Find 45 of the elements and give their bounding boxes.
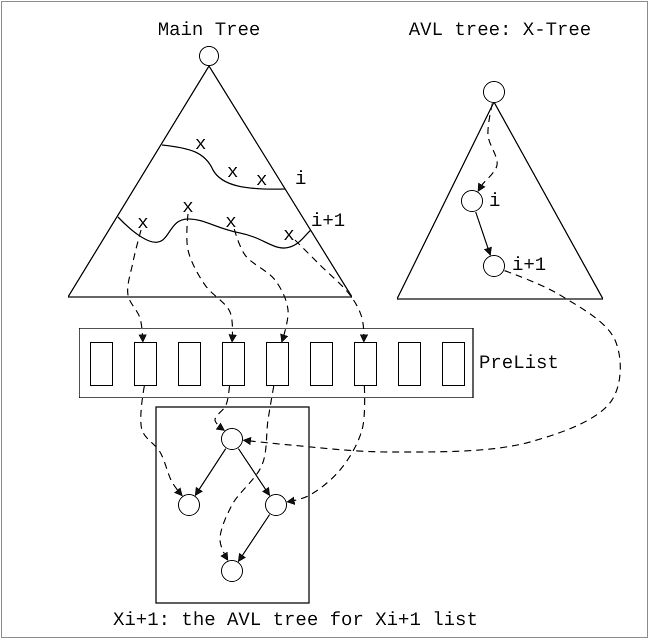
level-label: i xyxy=(295,170,306,189)
x-mark: x xyxy=(283,226,295,242)
tree-node-circle xyxy=(483,81,505,103)
list-cell xyxy=(134,342,157,386)
arrow xyxy=(219,386,274,561)
arrow xyxy=(234,228,289,343)
arrow xyxy=(475,212,492,256)
frame-caption: Xi+1: the AVL tree for Xi+1 list xyxy=(113,611,478,630)
x-mark: x xyxy=(256,171,268,190)
tree-node-circle xyxy=(461,190,483,212)
list-cell xyxy=(222,342,245,386)
node-label: i+1 xyxy=(512,256,546,275)
arrow xyxy=(238,448,270,496)
arrow xyxy=(214,386,230,431)
tree-node-circle xyxy=(221,428,243,450)
list-label: PreList xyxy=(479,354,559,373)
tree-node-circle xyxy=(265,494,287,516)
tree-node-circle xyxy=(483,255,505,277)
list-cell xyxy=(266,342,289,386)
arrow xyxy=(286,386,366,505)
x-mark: x xyxy=(227,163,238,182)
list-cell xyxy=(310,342,333,386)
list-cell xyxy=(398,342,421,386)
x-mark: x xyxy=(182,198,194,214)
arrow xyxy=(238,514,270,562)
list-cell xyxy=(442,342,465,386)
arrow xyxy=(140,386,183,496)
x-mark: x xyxy=(195,135,206,154)
arrow xyxy=(294,240,368,343)
tree-node-circle xyxy=(178,494,200,516)
arrow xyxy=(127,230,147,343)
arrow xyxy=(194,448,226,496)
level-label: i+1 xyxy=(311,212,346,231)
list-cell xyxy=(178,342,201,386)
node-label: i xyxy=(489,192,500,211)
arrow xyxy=(186,214,237,343)
tree-title: AVL tree: X-Tree xyxy=(408,21,592,40)
arrow xyxy=(242,270,621,453)
tree-node-circle xyxy=(221,560,243,582)
x-mark: x xyxy=(137,214,149,230)
tree-node-circle xyxy=(199,46,219,66)
tree-title: Main Tree xyxy=(158,21,260,40)
x-mark: x xyxy=(225,213,237,229)
list-cell xyxy=(90,342,113,386)
list-cell xyxy=(354,342,377,386)
